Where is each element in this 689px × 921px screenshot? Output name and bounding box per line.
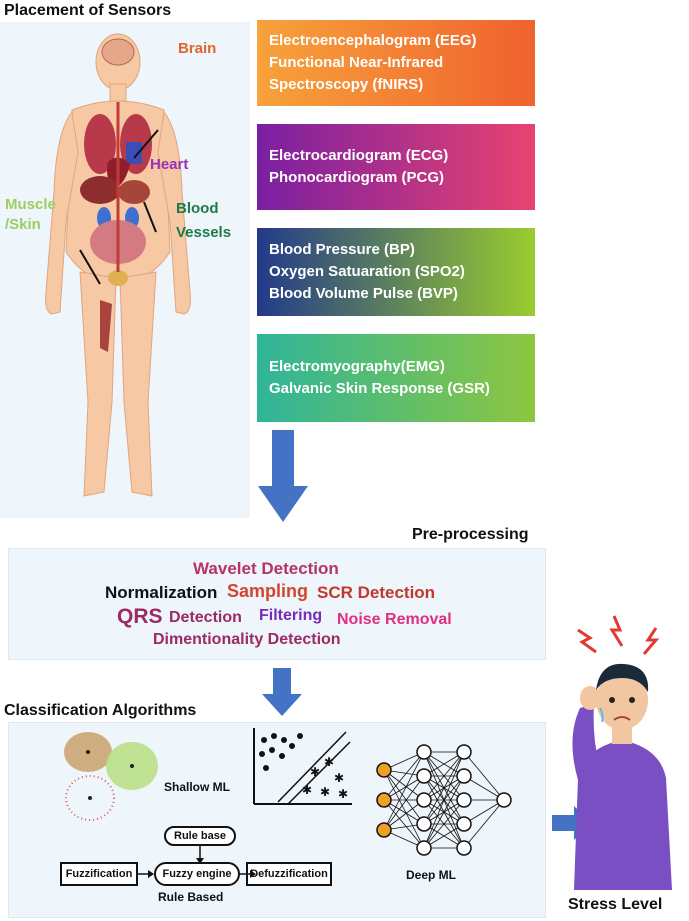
noise-removal: Noise Removal (337, 611, 452, 628)
network-node (456, 768, 472, 784)
network-node (376, 792, 392, 808)
sensor-box-brain: Electroencephalogram (EEG) Functional Ne… (257, 20, 535, 106)
neural-network-icon (376, 744, 512, 856)
network-node (456, 816, 472, 832)
shallow-ml-label: Shallow ML (164, 780, 230, 794)
network-node (416, 744, 432, 760)
svg-text:✱: ✱ (310, 765, 320, 779)
scr-detection: SCR Detection (317, 583, 436, 602)
network-node (456, 792, 472, 808)
detection: Detection (169, 609, 242, 626)
arrow-right-thin-icon (138, 870, 154, 878)
stressed-person-illustration (572, 615, 672, 890)
sensor-bp: Blood Pressure (BP) (269, 241, 415, 258)
sampling: Sampling (227, 581, 309, 601)
sensor-gsr: Galvanic Skin Response (GSR) (269, 380, 490, 397)
svg-text:✱: ✱ (320, 785, 330, 799)
vessels-label: Vessels (176, 224, 232, 241)
network-node (376, 762, 392, 778)
network-node (416, 816, 432, 832)
arrow-down-thin-icon (196, 846, 204, 864)
sensor-pcg: Phonocardiogram (PCG) (269, 169, 445, 186)
qrs: QRS (117, 605, 163, 628)
svg-text:✱: ✱ (338, 787, 348, 801)
sensor-box-muscle: Electromyography(EMG) Galvanic Skin Resp… (257, 334, 535, 422)
network-node (456, 840, 472, 856)
sensor-fnirs-1: Functional Near-Infrared (269, 54, 444, 71)
sensor-fnirs-2: Spectroscopy (fNIRS) (269, 76, 424, 93)
sensor-eeg: Electroencephalogram (EEG) (269, 32, 477, 49)
fuzzification-box: Fuzzification (60, 862, 138, 886)
svg-text:✱: ✱ (334, 771, 344, 785)
arrow-right-thin-icon (240, 870, 256, 878)
network-node (416, 768, 432, 784)
svg-text:✱: ✱ (324, 755, 334, 769)
rule-based-label: Rule Based (158, 890, 224, 904)
defuzzification-box: Defuzzification (246, 862, 332, 886)
network-node (376, 822, 392, 838)
network-node (416, 792, 432, 808)
brain-label: Brain (178, 40, 217, 57)
dimensionality-detection: Dimentionality Detection (153, 631, 341, 648)
page-title: Placement of Sensors (4, 2, 172, 19)
wavelet-detection: Wavelet Detection (193, 559, 339, 578)
arrow-down-icon (258, 430, 308, 522)
muscle-label: Muscle (5, 196, 56, 213)
heart-label: Heart (150, 156, 189, 173)
sensor-emg: Electromyography(EMG) (269, 358, 445, 375)
svm-plot-icon: ✱✱✱ ✱✱✱ (253, 728, 352, 805)
network-node (416, 840, 432, 856)
classification-title: Classification Algorithms (4, 702, 197, 719)
preprocessing-panel: Wavelet Detection Normalization Sampling… (8, 548, 546, 660)
svg-text:✱: ✱ (302, 783, 312, 797)
sensor-spo2: Oxygen Satuaration (SPO2) (269, 263, 465, 280)
preprocessing-title: Pre-processing (412, 526, 529, 543)
stress-level-label: Stress Level (568, 896, 663, 913)
network-node (496, 792, 512, 808)
deep-ml-label: Deep ML (406, 868, 457, 882)
human-body-illustration (45, 33, 191, 497)
blood-label: Blood (176, 200, 219, 217)
rule-base-box: Rule base (164, 826, 236, 846)
filtering: Filtering (259, 607, 323, 624)
fuzzy-engine-box: Fuzzy engine (154, 862, 240, 886)
network-node (456, 744, 472, 760)
normalization: Normalization (105, 583, 218, 602)
cluster-plot-icon (64, 732, 158, 821)
sensor-box-heart: Electrocardiogram (ECG) Phonocardiogram … (257, 124, 535, 210)
arrow-down-small-icon (262, 668, 302, 716)
sensor-bvp: Blood Volume Pulse (BVP) (269, 285, 458, 302)
skin-label: /Skin (5, 216, 41, 233)
sensor-box-blood: Blood Pressure (BP) Oxygen Satuaration (… (257, 228, 535, 316)
sensor-ecg: Electrocardiogram (ECG) (269, 147, 449, 164)
